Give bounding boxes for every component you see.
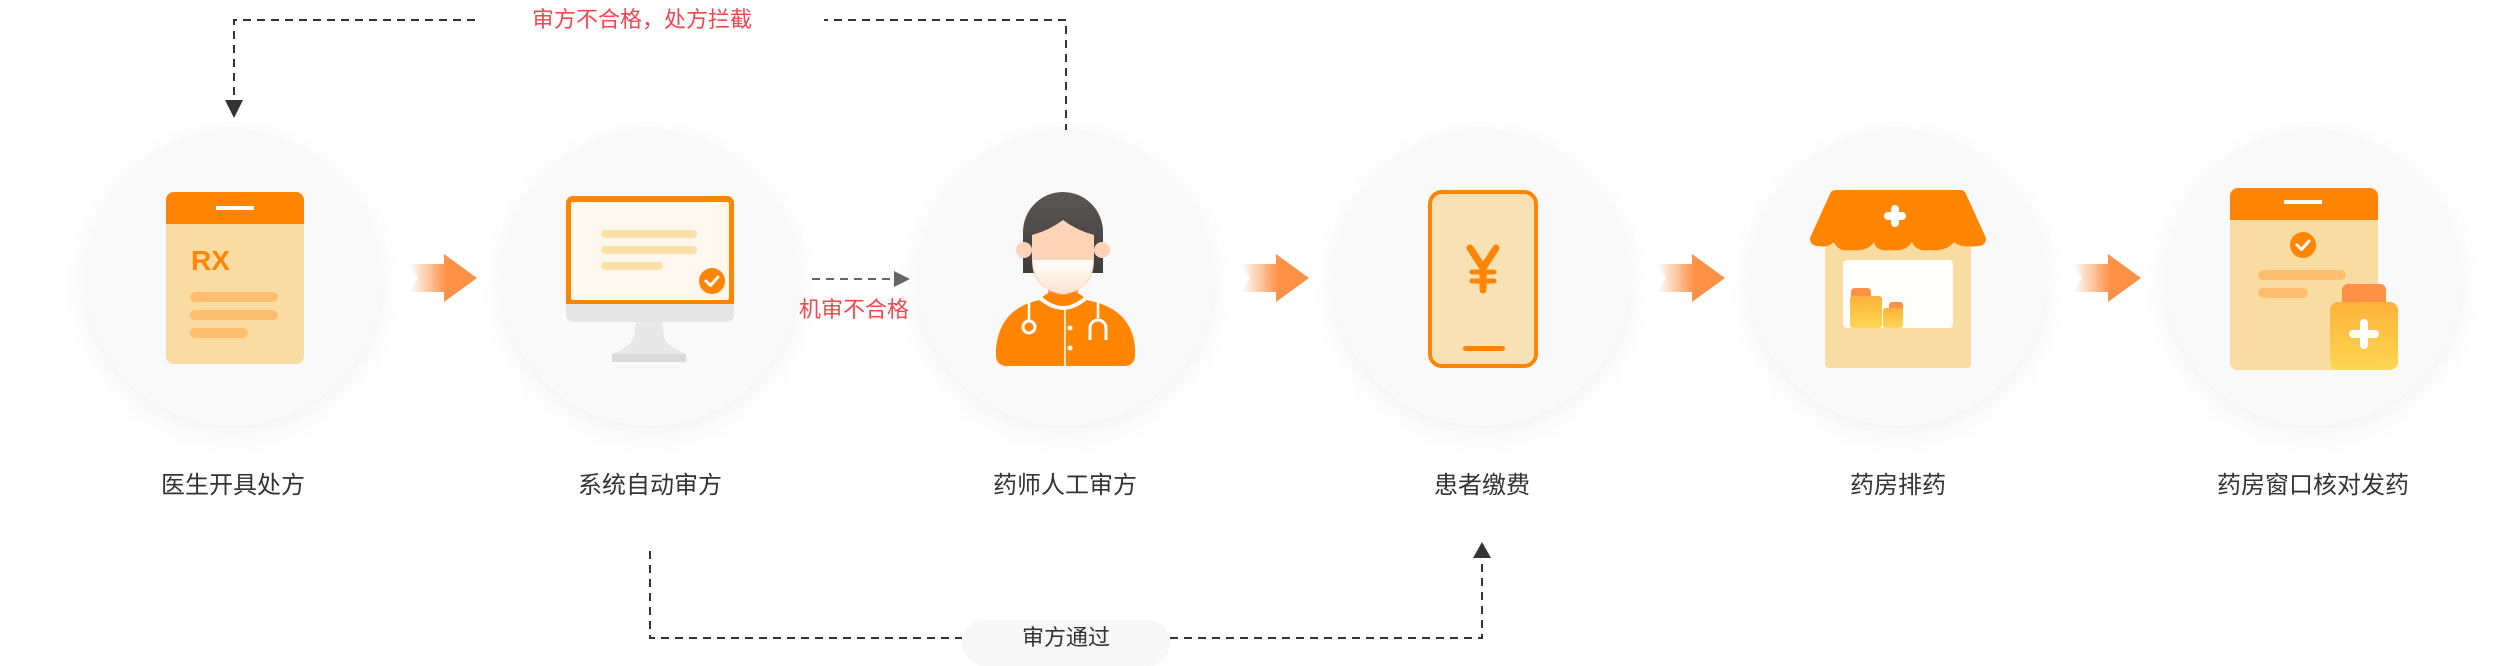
step-label-2: 系统自动审方 bbox=[578, 471, 722, 499]
arrow-up-icon bbox=[1473, 542, 1491, 558]
flow-arrow-4-5 bbox=[1657, 254, 1725, 302]
pass-loop-label: 审方通过 bbox=[962, 620, 1170, 666]
machine-fail-arrow bbox=[812, 271, 910, 287]
pharmacist-icon bbox=[996, 192, 1135, 366]
step-label-6: 药房窗口核对发药 bbox=[2217, 471, 2409, 499]
step-label-4: 患者缴费 bbox=[1434, 471, 1530, 499]
machine-fail-label: 机审不合格 bbox=[799, 298, 910, 323]
step-label-3: 药师人工审方 bbox=[993, 471, 1137, 499]
flow-arrow-1-2 bbox=[409, 254, 477, 302]
svg-text:RX: RX bbox=[191, 245, 230, 276]
pass-loop-connector bbox=[649, 542, 1491, 639]
arrow-down-icon bbox=[225, 100, 243, 118]
step-label-5: 药房排药 bbox=[1850, 471, 1946, 499]
phone-payment-icon bbox=[1428, 190, 1538, 368]
pass-loop-text: 审方通过 bbox=[1021, 626, 1110, 651]
monitor-check-icon bbox=[566, 196, 734, 362]
flow-arrow-5-6 bbox=[2073, 254, 2141, 302]
prescription-rx-icon: RX bbox=[166, 192, 304, 364]
step-label-1: 医生开具处方 bbox=[161, 471, 305, 499]
reject-loop-connector bbox=[225, 19, 1067, 146]
reject-loop-label: 审方不合格，处方拦截 bbox=[532, 8, 753, 33]
arrow-right-icon bbox=[894, 271, 910, 287]
pharmacy-shop-icon bbox=[1810, 190, 1986, 368]
flow-arrow-3-4 bbox=[1241, 254, 1309, 302]
dispense-check-icon bbox=[2230, 188, 2398, 370]
